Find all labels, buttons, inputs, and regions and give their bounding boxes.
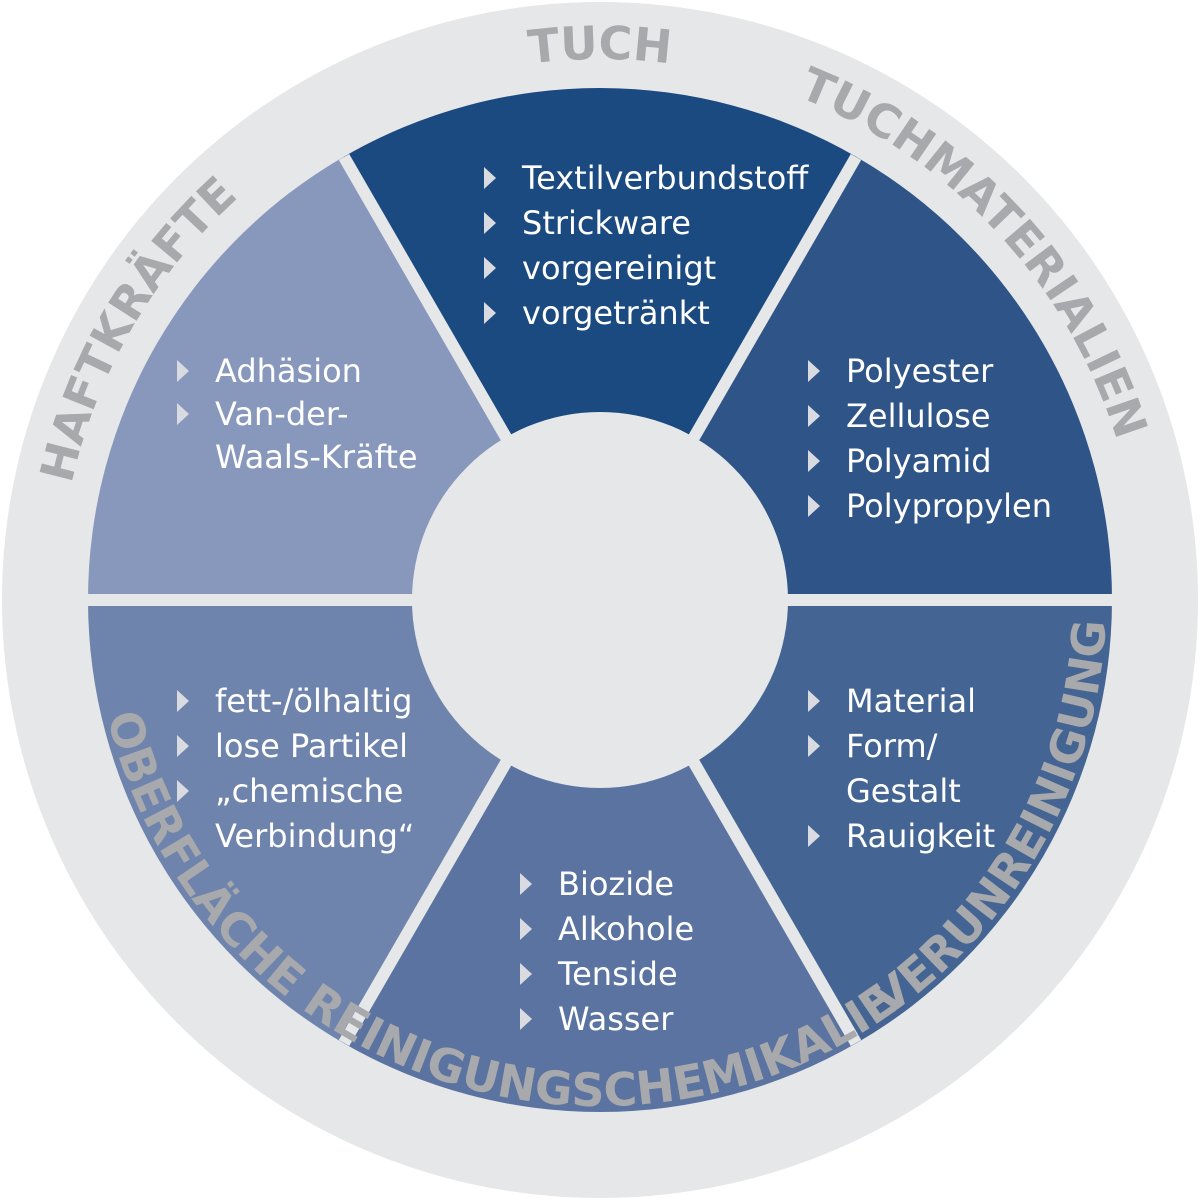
bullet-arrow-icon — [808, 495, 820, 517]
segment-item-text: Textilverbundstoff — [521, 159, 809, 197]
segment-items-verunreinigung: fett-/ölhaltig lose Partikel „chemischeVer… — [177, 682, 415, 855]
segment-item-text: „chemische — [215, 772, 403, 810]
bullet-arrow-icon — [177, 403, 189, 425]
bullet-arrow-icon — [177, 780, 189, 802]
segment-item-text: Material — [846, 682, 976, 720]
bullet-arrow-icon — [808, 405, 820, 427]
segment-item-text: Van-der- — [215, 395, 349, 433]
segment-item-text: Biozide — [558, 865, 674, 903]
bullet-arrow-icon — [808, 825, 820, 847]
segment-item-text: Form/ — [846, 727, 938, 765]
ring-label-tuch: TUCH — [525, 16, 674, 75]
bullet-arrow-icon — [520, 873, 532, 895]
segment-item-text: Adhäsion — [215, 352, 362, 390]
segment-item-text: vorgetränkt — [522, 294, 710, 332]
bullet-arrow-icon — [484, 302, 496, 324]
bullet-arrow-icon — [808, 735, 820, 757]
bullet-arrow-icon — [520, 918, 532, 940]
bullet-arrow-icon — [484, 257, 496, 279]
bullet-arrow-icon — [520, 963, 532, 985]
segment-item-text: Strickware — [522, 204, 691, 242]
segment-item-text: vorgereinigt — [522, 249, 716, 287]
bullet-arrow-icon — [808, 690, 820, 712]
bullet-arrow-icon — [177, 735, 189, 757]
segment-item-text: Waals-Kräfte — [215, 438, 418, 476]
segment-item-text: fett-/ölhaltig — [215, 682, 412, 720]
segment-item-text: Wasser — [558, 1000, 674, 1038]
bullet-arrow-icon — [808, 450, 820, 472]
bullet-arrow-icon — [177, 360, 189, 382]
center-circle — [412, 412, 788, 788]
segment-item-text: Gestalt — [846, 772, 961, 810]
bullet-arrow-icon — [484, 167, 496, 189]
segment-item-text: Rauigkeit — [846, 817, 995, 855]
bullet-arrow-icon — [177, 690, 189, 712]
segment-item-text: Tenside — [557, 955, 678, 993]
bullet-arrow-icon — [484, 212, 496, 234]
segment-item-text: Polyester — [846, 352, 994, 390]
segment-item-text: Zellulose — [846, 397, 991, 435]
segment-item-text: Alkohole — [558, 910, 694, 948]
segment-tuch — [344, 88, 856, 600]
segment-item-text: Verbindung“ — [215, 817, 415, 855]
segment-reinigungschemikalie — [344, 600, 856, 1112]
segment-item-text: lose Partikel — [215, 727, 408, 765]
bullet-arrow-icon — [520, 1008, 532, 1030]
segment-item-text: Polypropylen — [846, 487, 1052, 525]
segment-item-text: Polyamid — [846, 442, 992, 480]
bullet-arrow-icon — [808, 360, 820, 382]
